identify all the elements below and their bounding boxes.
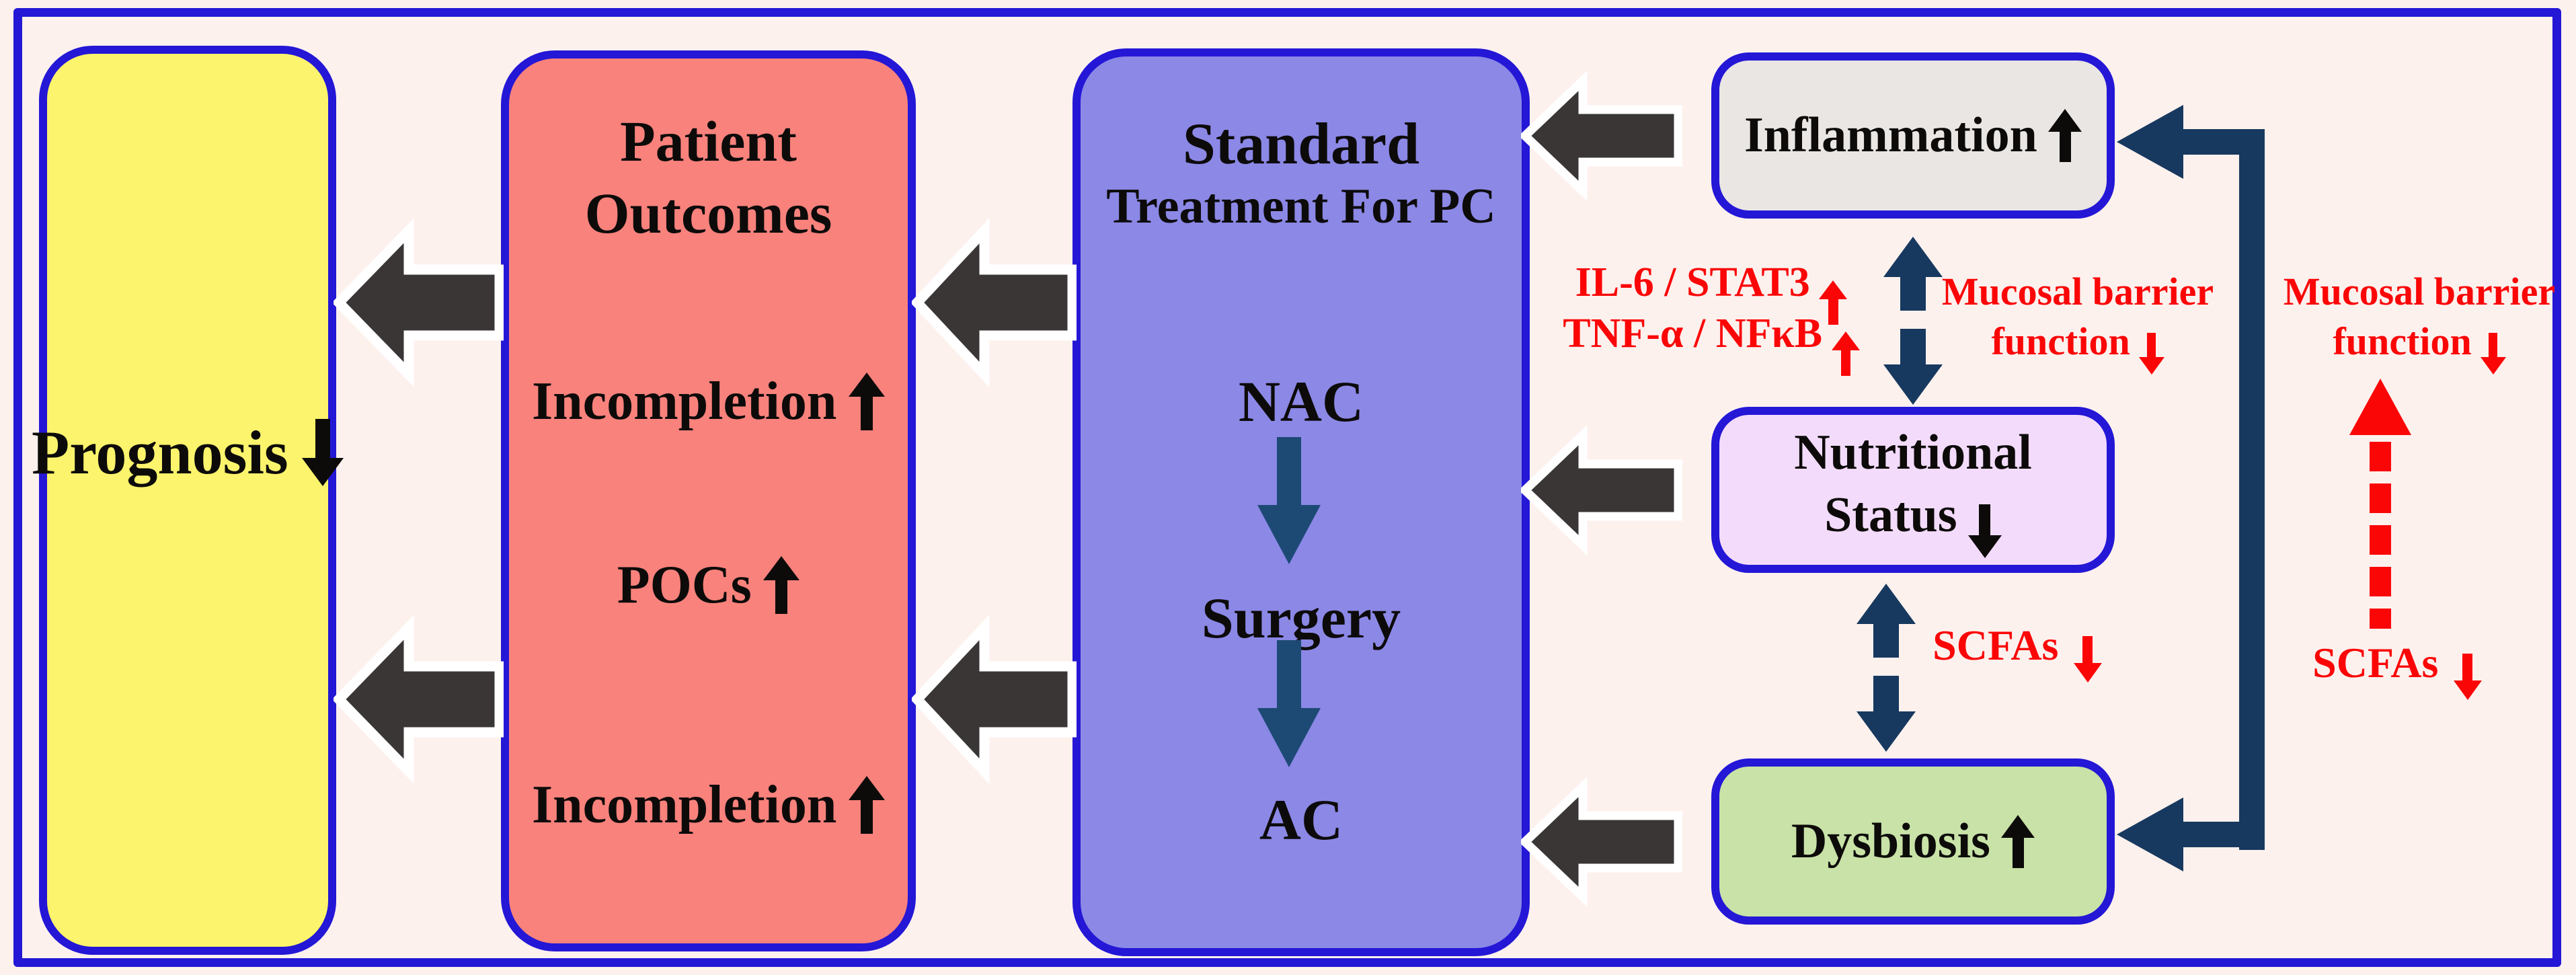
prognosis-label: Prognosis bbox=[32, 409, 328, 496]
inflammation-box: Inflammation bbox=[1711, 52, 2115, 219]
il6-stat3-label: IL-6 / STAT3 bbox=[1550, 260, 1873, 317]
il6-text: IL-6 / STAT3 bbox=[1575, 259, 1810, 305]
patient-outcomes-title-line2: Outcomes bbox=[584, 181, 832, 245]
patient-outcomes-box: Patient Outcomes Incompletion POCs Incom… bbox=[501, 50, 916, 951]
outcomes-to-prognosis-arrow-top-icon bbox=[334, 218, 504, 387]
scfas-left-label: SCFAs bbox=[1916, 620, 2118, 680]
treatment-step-surgery: Surgery bbox=[1081, 576, 1522, 660]
down-arrow-icon bbox=[302, 419, 344, 485]
nutritional-line2: Status bbox=[1824, 484, 2002, 558]
scfa-to-mucosal-dashed-arrow-icon bbox=[2349, 379, 2411, 629]
outcome-item-incompletion-1: Incompletion bbox=[509, 361, 908, 442]
up-arrow-icon bbox=[763, 556, 799, 614]
treatment-title-line1: Standard bbox=[1182, 112, 1420, 177]
inflammation-nutritional-double-arrow-icon bbox=[1883, 237, 1943, 405]
up-arrow-icon bbox=[2001, 815, 2035, 869]
scfas-left-text: SCFAs bbox=[1933, 621, 2059, 669]
outcome-item-incompletion-2: Incompletion bbox=[509, 765, 908, 845]
down-arrow-icon bbox=[2139, 333, 2164, 375]
outcome-item-text: POCs bbox=[617, 555, 752, 615]
dysbiosis-to-treatment-arrow-icon bbox=[1521, 776, 1682, 908]
il6-text-line: IL-6 / STAT3 bbox=[1575, 256, 1848, 325]
treatment-to-outcomes-arrow-bottom-icon bbox=[912, 614, 1077, 785]
mucosal-left-line1: Mucosal barrier bbox=[1941, 269, 2214, 313]
mucosal-barrier-right-label: Mucosal barrier function bbox=[2278, 264, 2561, 378]
scfas-right-text: SCFAs bbox=[2312, 638, 2439, 687]
outcome-item-pocs: POCs bbox=[509, 545, 908, 625]
nutritional-dysbiosis-double-arrow-icon bbox=[1857, 584, 1916, 752]
outcomes-to-prognosis-arrow-bottom-icon bbox=[334, 615, 504, 784]
nutritional-line1: Nutritional bbox=[1794, 425, 2032, 481]
prognosis-text: Prognosis bbox=[32, 418, 288, 487]
patient-outcomes-title: Patient Outcomes bbox=[509, 100, 908, 255]
inflammation-to-treatment-arrow-icon bbox=[1521, 70, 1682, 202]
scfas-left-line: SCFAs bbox=[1933, 618, 2102, 682]
treatment-step-ac: AC bbox=[1081, 777, 1522, 861]
treatment-step-nac: NAC bbox=[1081, 359, 1522, 443]
step-text: AC bbox=[1259, 787, 1343, 852]
up-arrow-icon bbox=[849, 373, 885, 430]
scfas-right-label: SCFAs bbox=[2296, 637, 2498, 698]
treatment-to-outcomes-arrow-top-icon bbox=[912, 217, 1077, 388]
outcome-item-text: Incompletion bbox=[532, 371, 837, 431]
up-arrow-icon bbox=[849, 776, 885, 834]
down-arrow-icon bbox=[2074, 636, 2102, 682]
dysbiosis-box: Dysbiosis bbox=[1711, 758, 2115, 925]
mucosal-right-line1: Mucosal barrier bbox=[2283, 269, 2556, 313]
scfas-right-line: SCFAs bbox=[2312, 635, 2482, 700]
inflammation-text: Inflammation bbox=[1744, 108, 2037, 163]
mucosal-barrier-left-label: Mucosal barrier function bbox=[1930, 264, 2226, 378]
mucosal-left-line2: function bbox=[1991, 317, 2164, 375]
outer-border bbox=[13, 8, 2561, 967]
tnf-text-line: TNF-α / NFκB bbox=[1563, 307, 1860, 376]
treatment-title: Standard Treatment For PC bbox=[1081, 95, 1522, 250]
mucosal-right-line2: function bbox=[2333, 317, 2505, 375]
outcome-item-text: Incompletion bbox=[532, 775, 837, 834]
down-arrow-icon bbox=[1968, 504, 2002, 558]
mucosal-left-line2-text: function bbox=[1991, 319, 2130, 363]
mucosal-right-line2-text: function bbox=[2333, 319, 2472, 363]
surgery-to-ac-arrow-icon bbox=[1257, 640, 1321, 767]
tnf-nfkb-label: TNF-α / NFκB bbox=[1550, 311, 1873, 368]
up-arrow-icon bbox=[2048, 109, 2082, 163]
tnf-text: TNF-α / NFκB bbox=[1563, 310, 1823, 356]
dysbiosis-text: Dysbiosis bbox=[1791, 814, 1990, 869]
step-text: Surgery bbox=[1201, 585, 1401, 650]
dysbiosis-to-inflammation-connector-icon bbox=[2117, 105, 2265, 871]
nutritional-line2-text: Status bbox=[1824, 487, 1957, 543]
up-arrow-icon bbox=[1832, 332, 1860, 376]
nutritional-status-label: Nutritional Status bbox=[1794, 422, 2032, 557]
nac-to-surgery-arrow-icon bbox=[1257, 437, 1321, 564]
prognosis-box: Prognosis bbox=[32, 46, 336, 955]
down-arrow-icon bbox=[2481, 333, 2506, 375]
nutritional-status-box: Nutritional Status bbox=[1711, 407, 2115, 573]
down-arrow-icon bbox=[2454, 654, 2482, 700]
treatment-title-line2: Treatment For PC bbox=[1106, 179, 1496, 234]
nutritional-to-treatment-arrow-icon bbox=[1521, 424, 1682, 556]
step-text: NAC bbox=[1238, 368, 1364, 434]
treatment-box: Standard Treatment For PC NAC Surgery AC bbox=[1072, 48, 1530, 956]
patient-outcomes-title-line1: Patient bbox=[620, 109, 797, 174]
